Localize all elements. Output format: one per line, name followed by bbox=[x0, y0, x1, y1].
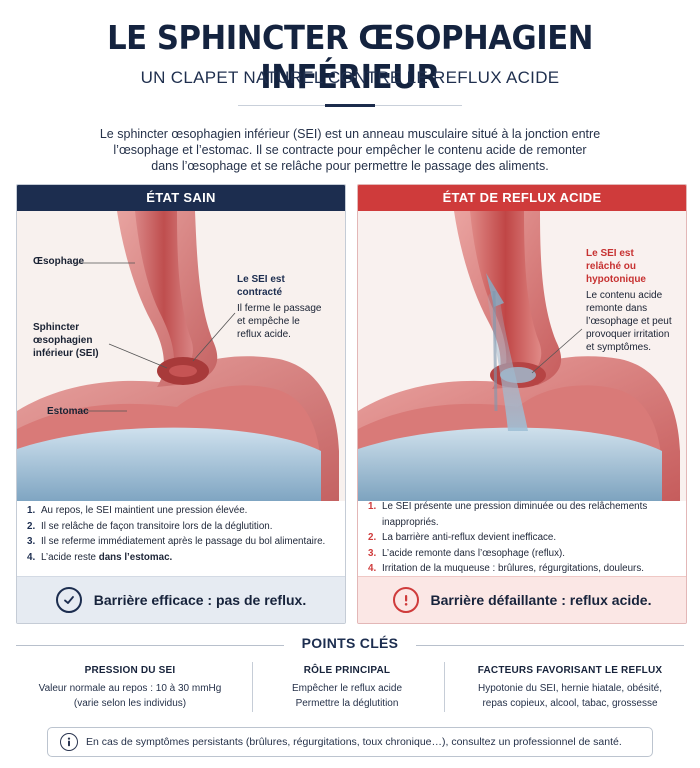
footer-text: En cas de symptômes persistants (brûlure… bbox=[86, 736, 622, 748]
intro-line-2: l’œsophage et l’estomac. Il se contracte… bbox=[113, 143, 587, 157]
label-esophagus: Œsophage bbox=[33, 256, 85, 267]
healthy-callout-body-3: reflux acide. bbox=[237, 329, 291, 340]
label-sphincter-line-3: inférieur (SEI) bbox=[33, 348, 99, 359]
reflux-callout-body-5: et symptômes. bbox=[586, 342, 652, 353]
info-circle-icon bbox=[60, 733, 78, 751]
key-point-heading: RÔLE PRINCIPAL bbox=[303, 665, 391, 676]
reflux-steps: 1.Le SEI présente une pression diminuée … bbox=[358, 499, 686, 577]
reflux-anatomy-drawing bbox=[358, 211, 686, 501]
intro-line-1: Le sphincter œsophagien inférieur (SEI) … bbox=[99, 127, 601, 141]
healthy-callout-title-1: Le SEI est bbox=[237, 274, 285, 285]
healthy-steps: 1.Au repos, le SEI maintient une pressio… bbox=[17, 503, 345, 565]
healthy-verdict: Barrière efficace : pas de reflux. bbox=[17, 576, 345, 623]
reflux-callout-body-1: Le contenu acide bbox=[586, 290, 663, 301]
key-points-divider-left bbox=[16, 645, 284, 646]
list-item: 3.L’acide remonte dans l’œsophage (reflu… bbox=[368, 547, 565, 559]
reflux-verdict-text: Barrière défaillante : reflux acide. bbox=[430, 592, 652, 608]
reflux-callout: Le SEI est relâché ou hypotonique Le con… bbox=[586, 247, 684, 354]
healthy-callout-title-2: contracté bbox=[237, 287, 283, 298]
healthy-panel-header: ÉTAT SAIN bbox=[17, 185, 345, 211]
key-point-heading: FACTEURS FAVORISANT LE REFLUX bbox=[477, 665, 663, 676]
intro-line-3: dans l’œsophage et se relâche pour perme… bbox=[151, 159, 549, 173]
reflux-callout-body-2: remonte dans bbox=[586, 303, 648, 314]
reflux-callout-body-3: l’œsophage et peut bbox=[586, 316, 672, 327]
list-item: 4.L’acide reste dans l’estomac. bbox=[27, 551, 173, 563]
title-divider bbox=[325, 104, 375, 107]
healthy-verdict-text: Barrière efficace : pas de reflux. bbox=[93, 592, 307, 608]
reflux-callout-title-2: relâché ou bbox=[586, 261, 637, 272]
label-sphincter-line-1: Sphincter bbox=[33, 322, 80, 333]
list-item: 1.Le SEI présente une pression diminuée … bbox=[368, 501, 648, 528]
list-item: 1.Au repos, le SEI maintient une pressio… bbox=[27, 505, 248, 516]
page-subtitle: UN CLAPET NATUREL CONTRE LE REFLUX ACIDE bbox=[140, 68, 560, 87]
healthy-illustration: Œsophage Sphincter œsophagien inférieur … bbox=[17, 211, 345, 501]
label-sphincter-line-2: œsophagien bbox=[33, 335, 93, 346]
healthy-state-panel: ÉTAT SAIN bbox=[16, 184, 346, 624]
list-item: 4.Irritation de la muqueuse : brûlures, … bbox=[368, 563, 644, 574]
healthy-callout-body-2: et empêche le bbox=[237, 316, 300, 327]
healthy-anatomy-drawing bbox=[17, 211, 345, 501]
key-point-pressure: PRESSION DU SEI Valeur normale au repos … bbox=[20, 663, 240, 711]
key-points-title: POINTS CLÉS bbox=[301, 635, 399, 651]
reflux-state-panel: ÉTAT DE REFLUX ACIDE bbox=[357, 184, 687, 624]
healthy-callout-body-1: Il ferme le passage bbox=[237, 303, 322, 314]
page-title: LE SPHINCTER ŒSOPHAGIEN INFÉRIEUR bbox=[107, 18, 593, 96]
alert-circle-icon bbox=[392, 587, 419, 613]
list-item: 3.Il se referme immédiatement après le p… bbox=[27, 536, 326, 547]
key-point-heading: PRESSION DU SEI bbox=[84, 665, 176, 676]
list-item: 2.Il se relâche de façon transitoire lor… bbox=[27, 520, 273, 532]
reflux-callout-body-4: provoquer irritation bbox=[586, 329, 670, 340]
reflux-callout-title-3: hypotonique bbox=[586, 274, 646, 285]
footer-notice: En cas de symptômes persistants (brûlure… bbox=[47, 727, 653, 757]
reflux-callout-title-1: Le SEI est bbox=[586, 248, 634, 259]
label-sphincter: Sphincter œsophagien inférieur (SEI) bbox=[33, 321, 99, 360]
check-circle-icon bbox=[55, 587, 82, 613]
key-point-role: RÔLE PRINCIPAL Empêcher le reflux acide … bbox=[262, 663, 432, 711]
reflux-illustration: Le SEI est relâché ou hypotonique Le con… bbox=[358, 211, 686, 501]
key-point-factors: FACTEURS FAVORISANT LE REFLUX Hypotonie … bbox=[452, 663, 688, 711]
key-point-separator bbox=[252, 662, 253, 712]
key-points-divider-right bbox=[416, 645, 684, 646]
list-item: 2.La barrière anti-reflux devient ineffi… bbox=[368, 532, 557, 543]
reflux-panel-header: ÉTAT DE REFLUX ACIDE bbox=[358, 185, 686, 211]
reflux-verdict: Barrière défaillante : reflux acide. bbox=[358, 576, 686, 623]
label-stomach: Estomac bbox=[47, 406, 89, 417]
healthy-callout: Le SEI est contracté Il ferme le passage… bbox=[237, 273, 337, 341]
key-point-separator bbox=[444, 662, 445, 712]
intro-text: Le sphincter œsophagien inférieur (SEI) … bbox=[60, 126, 640, 174]
